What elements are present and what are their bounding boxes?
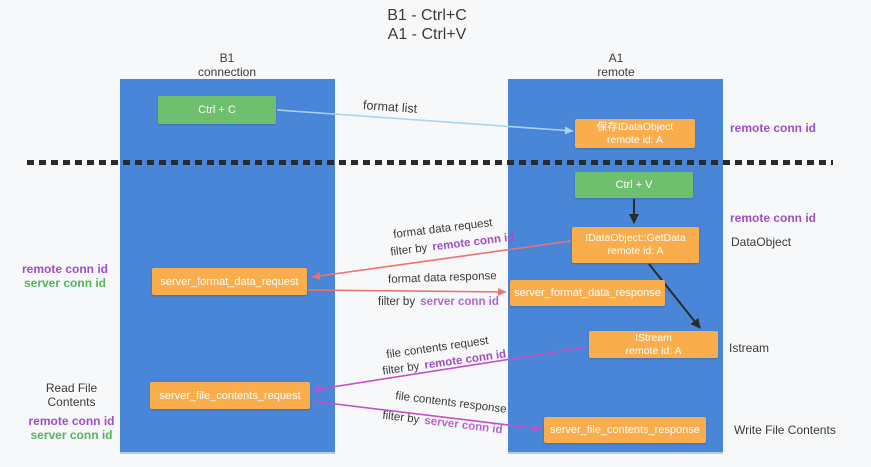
annot-left-conn-ids: remote conn id server conn id bbox=[20, 262, 110, 290]
annot-left-server-conn-id: server conn id bbox=[23, 275, 107, 290]
node-save-idataobject-line1: 保存IDataObject bbox=[596, 120, 674, 133]
label-format-list: format list bbox=[362, 98, 418, 116]
node-server-file-contents-response: server_file_contents_response bbox=[544, 417, 706, 443]
lane-a1-header: A1 remote bbox=[546, 51, 686, 79]
node-ctrl-v-label: Ctrl + V bbox=[615, 179, 653, 191]
label-filter-by-4: filter by bbox=[381, 409, 420, 427]
annot-read-file-contents: Read File Contents bbox=[45, 381, 98, 409]
node-server-file-contents-request: server_file_contents_request bbox=[150, 382, 310, 409]
label-filter-server-1: filter by server conn id bbox=[378, 296, 499, 308]
lane-b1-name: B1 bbox=[219, 51, 235, 65]
diagram-title: B1 - Ctrl+C A1 - Ctrl+V bbox=[387, 6, 467, 44]
annot-write-file-contents: Write File Contents bbox=[734, 423, 836, 437]
annot-istream: Istream bbox=[729, 341, 770, 355]
annot-left2-remote-conn-id: remote conn id bbox=[28, 414, 115, 428]
annot-remote-conn-id-mid: remote conn id bbox=[730, 211, 817, 225]
lane-b1-sub: connection bbox=[197, 65, 257, 79]
node-server-format-data-response-label: server_format_data_response bbox=[514, 287, 661, 299]
annot-read-file-group: Read File Contents remote conn id server… bbox=[24, 381, 119, 442]
arrow-format-data-response bbox=[307, 287, 507, 296]
label-server-conn-id-1: server conn id bbox=[420, 296, 499, 308]
node-server-format-data-request-label: server_format_data_request bbox=[160, 275, 299, 288]
diagram-title-line2: A1 - Ctrl+V bbox=[387, 26, 467, 43]
node-istream-line1: IStream bbox=[635, 331, 672, 344]
diagram-title-line1: B1 - Ctrl+C bbox=[387, 7, 467, 24]
node-istream-line2: remote id: A bbox=[625, 344, 682, 357]
node-idataobject-getdata-line1: IDataObject::GetData bbox=[585, 232, 686, 244]
node-server-format-data-response: server_format_data_response bbox=[510, 280, 665, 306]
label-filter-by-1: filter by bbox=[389, 242, 428, 259]
node-ctrl-c: Ctrl + C bbox=[158, 96, 276, 124]
lane-b1-header: B1 connection bbox=[157, 51, 297, 79]
lane-a1-sub: remote bbox=[597, 65, 635, 79]
node-istream: IStream remote id: A bbox=[589, 331, 718, 358]
label-filter-server-2: filter by server conn id bbox=[382, 410, 503, 437]
node-idataobject-getdata-line2: remote id: A bbox=[607, 245, 664, 257]
node-server-file-contents-response-label: server_file_contents_response bbox=[550, 424, 700, 436]
node-idataobject-getdata: IDataObject::GetData remote id: A bbox=[572, 227, 699, 263]
phase-separator-dashed-line bbox=[27, 160, 833, 165]
lane-a1-name: A1 bbox=[608, 51, 624, 65]
label-format-data-response: format data response bbox=[387, 270, 497, 286]
node-ctrl-v: Ctrl + V bbox=[575, 172, 693, 198]
node-ctrl-c-label: Ctrl + C bbox=[198, 104, 236, 116]
annot-remote-conn-id-top: remote conn id bbox=[730, 121, 817, 135]
label-server-conn-id-2: server conn id bbox=[423, 414, 504, 437]
label-file-contents-response: file contents response bbox=[394, 390, 508, 416]
node-server-format-data-request: server_format_data_request bbox=[152, 268, 307, 295]
node-save-idataobject: 保存IDataObject remote id: A bbox=[575, 119, 695, 148]
annot-dataobject: DataObject bbox=[731, 235, 792, 249]
label-filter-by-3: filter by bbox=[381, 360, 421, 378]
label-filter-by-2: filter by bbox=[378, 296, 416, 308]
annot-left-remote-conn-id: remote conn id bbox=[21, 262, 108, 276]
annot-left2-server-conn-id: server conn id bbox=[30, 427, 113, 442]
node-server-file-contents-request-label: server_file_contents_request bbox=[159, 389, 301, 402]
node-save-idataobject-line2: remote id: A bbox=[606, 133, 664, 146]
